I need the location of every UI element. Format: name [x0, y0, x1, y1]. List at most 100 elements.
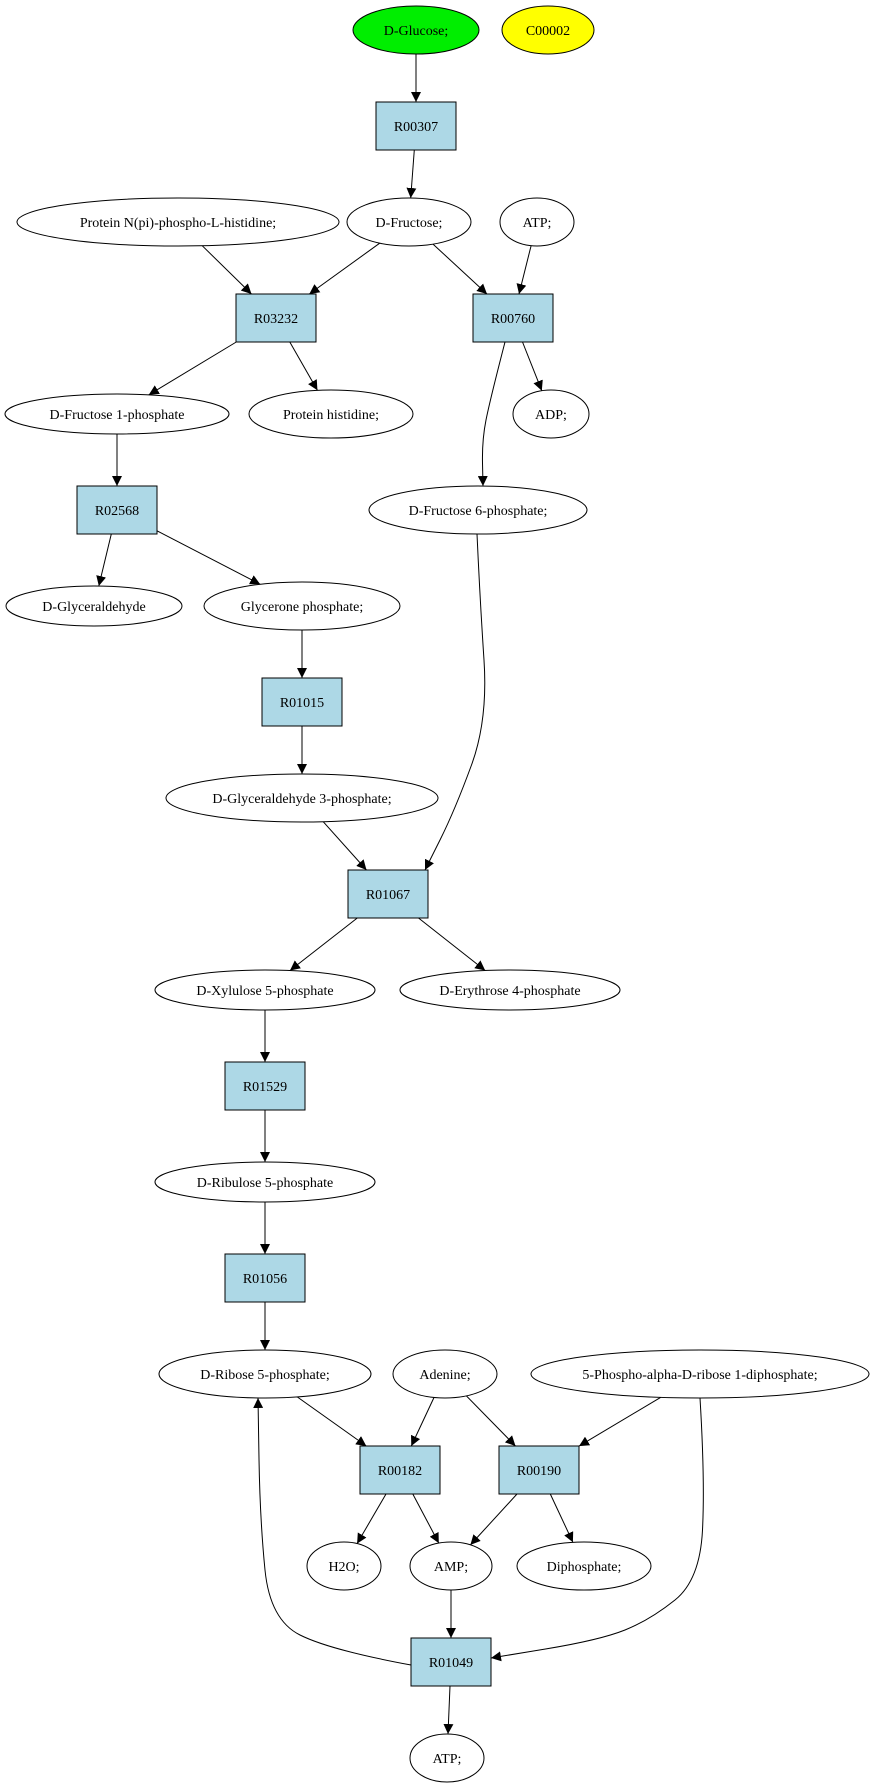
- compound-node-dribulose5p[interactable]: D-Ribulose 5-phosphate: [154, 1161, 376, 1203]
- compound-node-dglucose[interactable]: D-Glucose;: [352, 5, 480, 55]
- edge-r02568-to-glycerone_p: [156, 530, 261, 585]
- node-label: R00182: [378, 1464, 422, 1479]
- node-label: R01067: [366, 888, 410, 903]
- compound-node-dribose5p[interactable]: D-Ribose 5-phosphate;: [158, 1349, 372, 1399]
- reaction-node-r01529[interactable]: R01529: [224, 1061, 306, 1111]
- compound-node-protein_histidine[interactable]: Protein histidine;: [248, 389, 414, 439]
- node-label: R02568: [95, 504, 139, 519]
- edge-r00760-to-adp: [522, 341, 543, 391]
- reaction-box: [224, 1253, 306, 1303]
- compound-node-amp[interactable]: AMP;: [409, 1541, 493, 1591]
- reaction-box: [375, 101, 457, 151]
- node-label: AMP;: [434, 1560, 468, 1575]
- reaction-box: [472, 293, 554, 343]
- node-label: D-Erythrose 4-phosphate: [439, 984, 580, 999]
- compound-node-adenine[interactable]: Adenine;: [392, 1349, 498, 1399]
- node-label: Protein N(pi)-phospho-L-histidine;: [80, 216, 276, 231]
- edge-r00307-to-dfructose: [406, 149, 417, 199]
- edge-prpp-to-r01049: [490, 1397, 704, 1662]
- compound-node-atp_bottom[interactable]: ATP;: [409, 1733, 485, 1783]
- edge-r00182-to-amp: [412, 1493, 440, 1544]
- edge-r00190-to-amp: [470, 1493, 518, 1546]
- reaction-node-r01067[interactable]: R01067: [347, 869, 429, 919]
- compound-ellipse: [399, 969, 621, 1011]
- edge-r03232-to-dfructose1p: [148, 341, 237, 396]
- edge-dfructose-to-r03232: [309, 242, 380, 295]
- compound-ellipse: [501, 5, 595, 55]
- node-label: D-Glyceraldehyde 3-phosphate;: [212, 792, 391, 807]
- compound-ellipse: [368, 485, 588, 535]
- compound-ellipse: [16, 197, 340, 247]
- compound-ellipse: [352, 5, 480, 55]
- edge-r01067-to-dxylulose5p: [289, 917, 358, 971]
- compound-node-diphosphate[interactable]: Diphosphate;: [516, 1541, 652, 1591]
- edge-r02568-to-dglyceraldehyde: [96, 533, 112, 587]
- node-label: R00307: [394, 120, 438, 135]
- edge-r03232-to-protein_histidine: [289, 341, 318, 391]
- compound-ellipse: [248, 389, 414, 439]
- compound-node-h2o[interactable]: H2O;: [306, 1541, 382, 1591]
- node-label: R01056: [243, 1272, 287, 1287]
- compound-node-adp[interactable]: ADP;: [512, 389, 590, 439]
- compound-node-dfructose6p[interactable]: D-Fructose 6-phosphate;: [368, 485, 588, 535]
- node-label: ATP;: [433, 1752, 462, 1767]
- node-label: Glycerone phosphate;: [241, 600, 363, 615]
- compound-node-dfructose1p[interactable]: D-Fructose 1-phosphate: [4, 393, 230, 435]
- reaction-box: [261, 677, 343, 727]
- reaction-node-r00760[interactable]: R00760: [472, 293, 554, 343]
- compound-node-dglyceraldehyde[interactable]: D-Glyceraldehyde: [5, 585, 183, 627]
- reaction-node-r01049[interactable]: R01049: [410, 1637, 492, 1687]
- reaction-node-r02568[interactable]: R02568: [76, 485, 158, 535]
- compound-node-dglyceraldehyde3p[interactable]: D-Glyceraldehyde 3-phosphate;: [165, 773, 439, 823]
- compound-node-derythrose4p[interactable]: D-Erythrose 4-phosphate: [399, 969, 621, 1011]
- compound-ellipse: [409, 1541, 493, 1591]
- compound-ellipse: [306, 1541, 382, 1591]
- edge-dfructose-to-r00760: [432, 243, 488, 295]
- compound-ellipse: [158, 1349, 372, 1399]
- node-label: D-Ribose 5-phosphate;: [200, 1368, 329, 1383]
- edge-atp_top-to-r00760: [516, 245, 532, 295]
- reaction-node-r00190[interactable]: R00190: [498, 1445, 580, 1495]
- compound-node-c00002[interactable]: C00002: [501, 5, 595, 55]
- node-label: D-Glucose;: [384, 24, 449, 39]
- compound-node-dxylulose5p[interactable]: D-Xylulose 5-phosphate: [154, 969, 376, 1011]
- compound-node-glycerone_p[interactable]: Glycerone phosphate;: [203, 581, 401, 631]
- edge-dglyceraldehyde3p-to-r01067: [322, 821, 367, 871]
- node-label: 5-Phospho-alpha-D-ribose 1-diphosphate;: [582, 1368, 817, 1383]
- node-label: R01015: [280, 696, 324, 711]
- compound-node-atp_top[interactable]: ATP;: [499, 197, 575, 247]
- compound-ellipse: [154, 1161, 376, 1203]
- node-label: R00760: [491, 312, 535, 327]
- compound-ellipse: [4, 393, 230, 435]
- edge-protein_nphospho-to-r03232: [201, 245, 252, 295]
- reaction-node-r00307[interactable]: R00307: [375, 101, 457, 151]
- edge-r01049-to-atp_bottom: [443, 1685, 454, 1735]
- node-label: R00190: [517, 1464, 561, 1479]
- node-label: R01049: [429, 1656, 473, 1671]
- compound-node-protein_nphospho[interactable]: Protein N(pi)-phospho-L-histidine;: [16, 197, 340, 247]
- node-label: D-Glyceraldehyde: [42, 600, 145, 615]
- reaction-node-r00182[interactable]: R00182: [359, 1445, 441, 1495]
- node-label: D-Xylulose 5-phosphate: [196, 984, 333, 999]
- reaction-node-r01015[interactable]: R01015: [261, 677, 343, 727]
- compound-node-prpp[interactable]: 5-Phospho-alpha-D-ribose 1-diphosphate;: [530, 1349, 870, 1399]
- node-label: ATP;: [523, 216, 552, 231]
- edge-dribose5p-to-r00182: [296, 1396, 367, 1447]
- edge-r01067-to-derythrose4p: [418, 917, 486, 971]
- compound-ellipse: [409, 1733, 485, 1783]
- node-label: R01529: [243, 1080, 287, 1095]
- compound-ellipse: [5, 585, 183, 627]
- node-label: H2O;: [328, 1560, 359, 1575]
- node-label: Diphosphate;: [547, 1560, 622, 1575]
- reaction-node-r01056[interactable]: R01056: [224, 1253, 306, 1303]
- node-label: D-Fructose 6-phosphate;: [409, 504, 548, 519]
- compound-node-dfructose[interactable]: D-Fructose;: [346, 197, 472, 247]
- reaction-node-r03232[interactable]: R03232: [235, 293, 317, 343]
- edge-layer: [96, 54, 704, 1735]
- edge-prpp-to-r00190: [578, 1396, 662, 1447]
- node-label: D-Fructose;: [376, 216, 443, 231]
- compound-ellipse: [203, 581, 401, 631]
- node-label: D-Fructose 1-phosphate: [50, 408, 185, 423]
- edge-adenine-to-r00182: [410, 1397, 435, 1447]
